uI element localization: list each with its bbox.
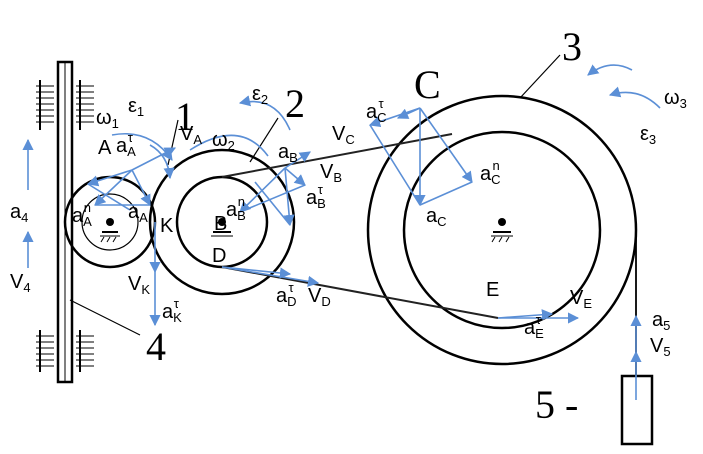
label-E: E — [486, 279, 499, 301]
label-aB-n: aBn — [226, 194, 246, 223]
label-VD: VD — [308, 285, 331, 309]
label-aC-tau: aCτ — [366, 96, 387, 125]
label-num4: 4 — [146, 324, 166, 369]
label-aA-tau: aAτ — [116, 130, 136, 159]
label-aD-tau: aDτ — [276, 280, 297, 309]
label-VK: VK — [128, 273, 150, 297]
label-num5: 5 - — [535, 382, 578, 427]
label-V5: V5 — [650, 335, 671, 359]
label-omega1: ω1 — [96, 107, 119, 131]
label-V4: V4 — [10, 271, 31, 295]
label-num2: 2 — [285, 81, 305, 126]
label-B: B — [214, 213, 227, 235]
guide-bottom — [36, 330, 94, 372]
label-VE: VE — [570, 287, 592, 311]
label-aK-tau: aKτ — [162, 296, 182, 325]
label-aA-n: aAn — [72, 200, 92, 229]
label-D: D — [212, 245, 226, 267]
label-aC: aC — [426, 205, 447, 229]
vectors-B — [239, 151, 311, 227]
label-omega2: ω2 — [212, 129, 235, 153]
vectors-E — [497, 309, 580, 324]
label-C: C — [414, 62, 441, 107]
label-VB: VB — [320, 161, 342, 185]
label-eps3: ε3 — [640, 123, 656, 147]
guide-top — [36, 80, 94, 130]
point-labels: K D E A B — [98, 137, 499, 301]
load-5 — [620, 232, 654, 446]
vectors-A — [86, 147, 176, 211]
belts — [221, 133, 499, 319]
vectors-D — [221, 266, 320, 287]
support-3 — [491, 218, 513, 243]
part-numbers: 1 2 3 4 5 - C — [146, 24, 582, 427]
label-omega3: ω3 — [664, 87, 687, 111]
wheel-3 — [366, 94, 638, 366]
label-K: K — [160, 215, 174, 237]
label-aC-n: aCn — [480, 158, 501, 187]
label-aB: aB — [278, 141, 298, 165]
label-a5: a5 — [652, 309, 670, 333]
label-num3: 3 — [562, 24, 582, 69]
label-aB-tau: aBτ — [306, 182, 326, 211]
vector-labels: ω1 ε1 VA aAτ aAn aA VK aKτ a4 V4 ε2 ω2 a… — [10, 83, 687, 359]
label-aA: aA — [128, 201, 148, 225]
label-a4: a4 — [10, 201, 28, 225]
label-num1: 1 — [175, 94, 195, 139]
angular-arrows — [111, 64, 661, 180]
label-A: A — [98, 137, 112, 159]
support-2 — [211, 218, 233, 237]
label-eps1: ε1 — [128, 95, 144, 119]
label-VC: VC — [332, 123, 355, 147]
vectors-C — [368, 107, 473, 207]
label-eps2: ε2 — [252, 83, 268, 107]
label-VA: VA — [180, 123, 202, 147]
support-1 — [100, 218, 120, 243]
label-aE-tau: aEτ — [524, 312, 544, 341]
